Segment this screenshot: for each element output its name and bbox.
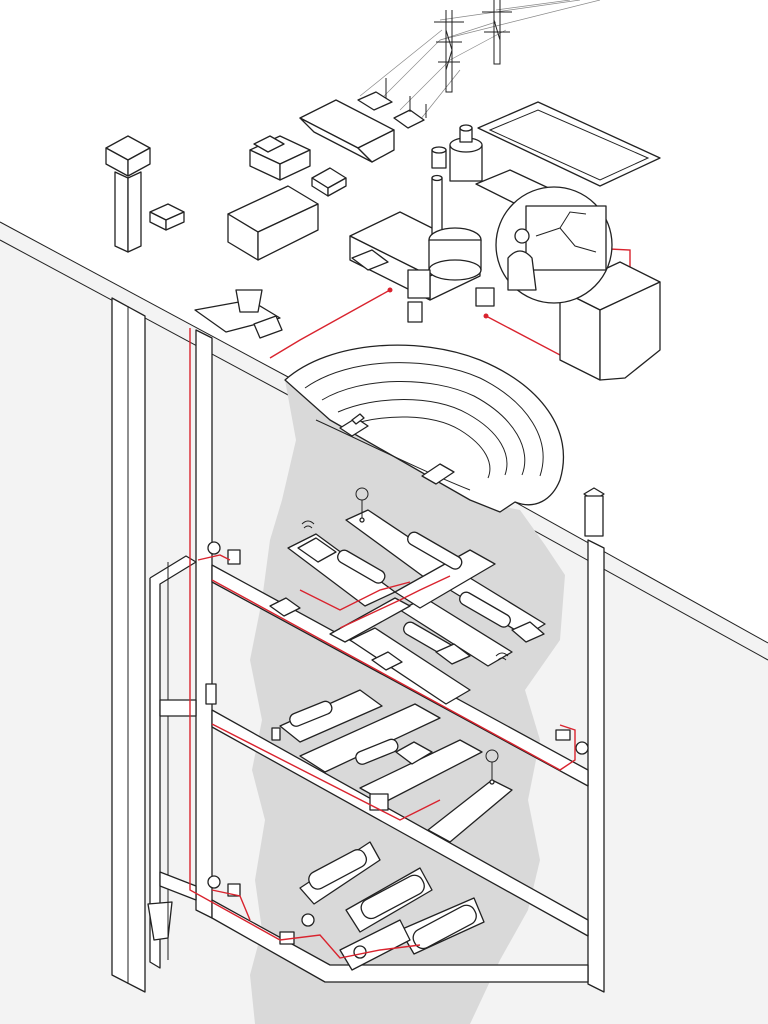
sensor-icon <box>227 549 241 565</box>
cylinder-3 <box>459 591 511 628</box>
sensor-icon <box>301 913 315 927</box>
vent-shaft <box>147 555 197 969</box>
sensor-icon <box>353 945 367 959</box>
sensor-icon <box>271 727 281 741</box>
small-building <box>311 167 347 197</box>
communication-cable <box>189 247 633 959</box>
haul-truck-icon <box>371 651 403 671</box>
cylinder-9 <box>412 904 477 950</box>
control-room-operator-icon <box>495 186 661 381</box>
open-pit <box>284 344 565 513</box>
transformer-icon <box>357 78 427 129</box>
vehicles <box>269 413 545 765</box>
cylinder-1 <box>407 531 463 570</box>
cylinder-6 <box>355 738 399 765</box>
shaft-crosscuts <box>159 699 197 901</box>
power-lines <box>359 0 601 121</box>
cylinder-2 <box>337 549 386 584</box>
mill-complex <box>349 174 495 323</box>
ventilation-fan-icon <box>194 289 283 339</box>
cylinder-5 <box>289 700 333 727</box>
loader-icon <box>395 741 433 765</box>
processing-shed <box>299 99 395 163</box>
vent-raise-icon <box>583 487 605 537</box>
drill-rig-icon <box>511 621 545 643</box>
storage-tanks <box>431 124 483 182</box>
power-pylon-icon <box>482 0 512 65</box>
sensor-icon <box>227 883 241 897</box>
level-2-stopes <box>279 689 513 843</box>
level-2-tunnel <box>211 709 589 937</box>
sensors <box>205 487 589 959</box>
cylinder-8 <box>360 874 425 920</box>
drill-rig-icon <box>435 643 471 665</box>
sensor-icon <box>205 683 217 705</box>
storage-box <box>149 203 185 231</box>
loader-icon <box>421 463 455 485</box>
wifi-signal-icon <box>495 652 509 661</box>
cylinder-7 <box>308 849 368 890</box>
sensor-icon <box>575 741 589 755</box>
haul-truck-icon <box>297 537 337 563</box>
main-shafts <box>111 297 605 993</box>
sensor-icon <box>207 541 221 555</box>
headframe-tower <box>105 135 151 253</box>
loader-icon <box>269 597 301 617</box>
warehouse <box>227 185 319 261</box>
power-pylon-icon <box>434 10 464 93</box>
wifi-signal-icon <box>301 520 315 529</box>
office-block <box>249 135 311 181</box>
level-1-tunnel <box>211 564 589 787</box>
level-3-tunnel <box>211 899 589 983</box>
sensor-icon <box>555 729 571 741</box>
sensor-icon <box>207 875 221 889</box>
sensor-icon <box>369 793 389 811</box>
blast-icon <box>355 487 369 523</box>
ore-cylinders <box>289 531 511 950</box>
haul-truck-icon <box>339 413 369 437</box>
blast-icon <box>485 749 499 785</box>
